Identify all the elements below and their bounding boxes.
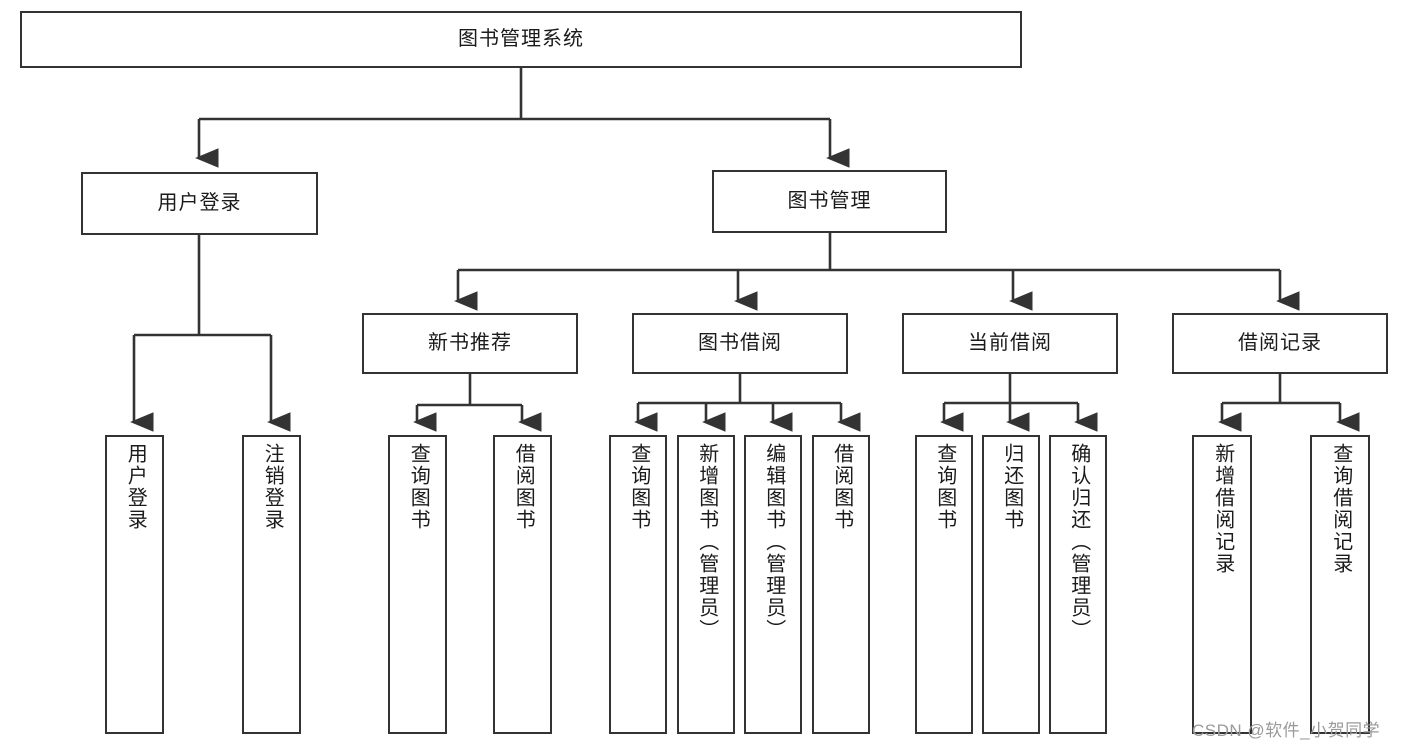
leaf-add-book-admin-label: 新增图书（管理员） [695, 443, 718, 641]
node-current-borrow-label: 当前借阅 [968, 332, 1052, 354]
node-borrow-record-label: 借阅记录 [1238, 332, 1322, 354]
node-new-book-recommend[interactable]: 新书推荐 [362, 313, 578, 374]
leaf-query-borrow-record-label: 查询借阅记录 [1329, 443, 1352, 575]
leaf-add-borrow-record-label: 新增借阅记录 [1211, 443, 1234, 575]
leaf-borrow-query-book-label: 查询图书 [627, 443, 650, 531]
node-borrow-record[interactable]: 借阅记录 [1172, 313, 1388, 374]
node-book-borrow-label: 图书借阅 [698, 332, 782, 354]
leaf-query-borrow-record[interactable]: 查询借阅记录 [1310, 435, 1370, 734]
node-new-book-recommend-label: 新书推荐 [428, 332, 512, 354]
leaf-confirm-return-admin-label: 确认归还（管理员） [1067, 443, 1090, 641]
node-book-management-label: 图书管理 [787, 190, 872, 212]
leaf-user-login[interactable]: 用户登录 [105, 435, 164, 734]
leaf-add-book-admin[interactable]: 新增图书（管理员） [677, 435, 735, 734]
leaf-recommend-query-book-label: 查询图书 [407, 443, 430, 531]
node-root[interactable]: 图书管理系统 [20, 11, 1022, 68]
leaf-edit-book-admin-label: 编辑图书（管理员） [762, 443, 785, 641]
leaf-current-query-book[interactable]: 查询图书 [915, 435, 973, 734]
leaf-recommend-query-book[interactable]: 查询图书 [388, 435, 447, 734]
leaf-recommend-borrow-book-label: 借阅图书 [512, 443, 535, 531]
leaf-current-query-book-label: 查询图书 [933, 443, 956, 531]
leaf-user-logout[interactable]: 注销登录 [242, 435, 301, 734]
node-book-borrow[interactable]: 图书借阅 [632, 313, 848, 374]
leaf-edit-book-admin[interactable]: 编辑图书（管理员） [744, 435, 802, 734]
node-user-login-label: 用户登录 [157, 192, 242, 214]
leaf-borrow-book[interactable]: 借阅图书 [812, 435, 870, 734]
leaf-add-borrow-record[interactable]: 新增借阅记录 [1192, 435, 1252, 734]
node-book-management[interactable]: 图书管理 [712, 170, 947, 233]
leaf-return-book[interactable]: 归还图书 [982, 435, 1040, 734]
node-current-borrow[interactable]: 当前借阅 [902, 313, 1118, 374]
leaf-confirm-return-admin[interactable]: 确认归还（管理员） [1049, 435, 1107, 734]
leaf-borrow-book-label: 借阅图书 [830, 443, 853, 531]
leaf-return-book-label: 归还图书 [1000, 443, 1023, 531]
node-root-label: 图书管理系统 [458, 28, 584, 50]
leaf-user-login-label: 用户登录 [124, 443, 147, 531]
leaf-user-logout-label: 注销登录 [261, 443, 284, 531]
leaf-recommend-borrow-book[interactable]: 借阅图书 [493, 435, 552, 734]
leaf-borrow-query-book[interactable]: 查询图书 [609, 435, 667, 734]
csdn-watermark: CSDN @软件_小贺同学 [1192, 721, 1381, 740]
node-user-login[interactable]: 用户登录 [81, 172, 318, 235]
